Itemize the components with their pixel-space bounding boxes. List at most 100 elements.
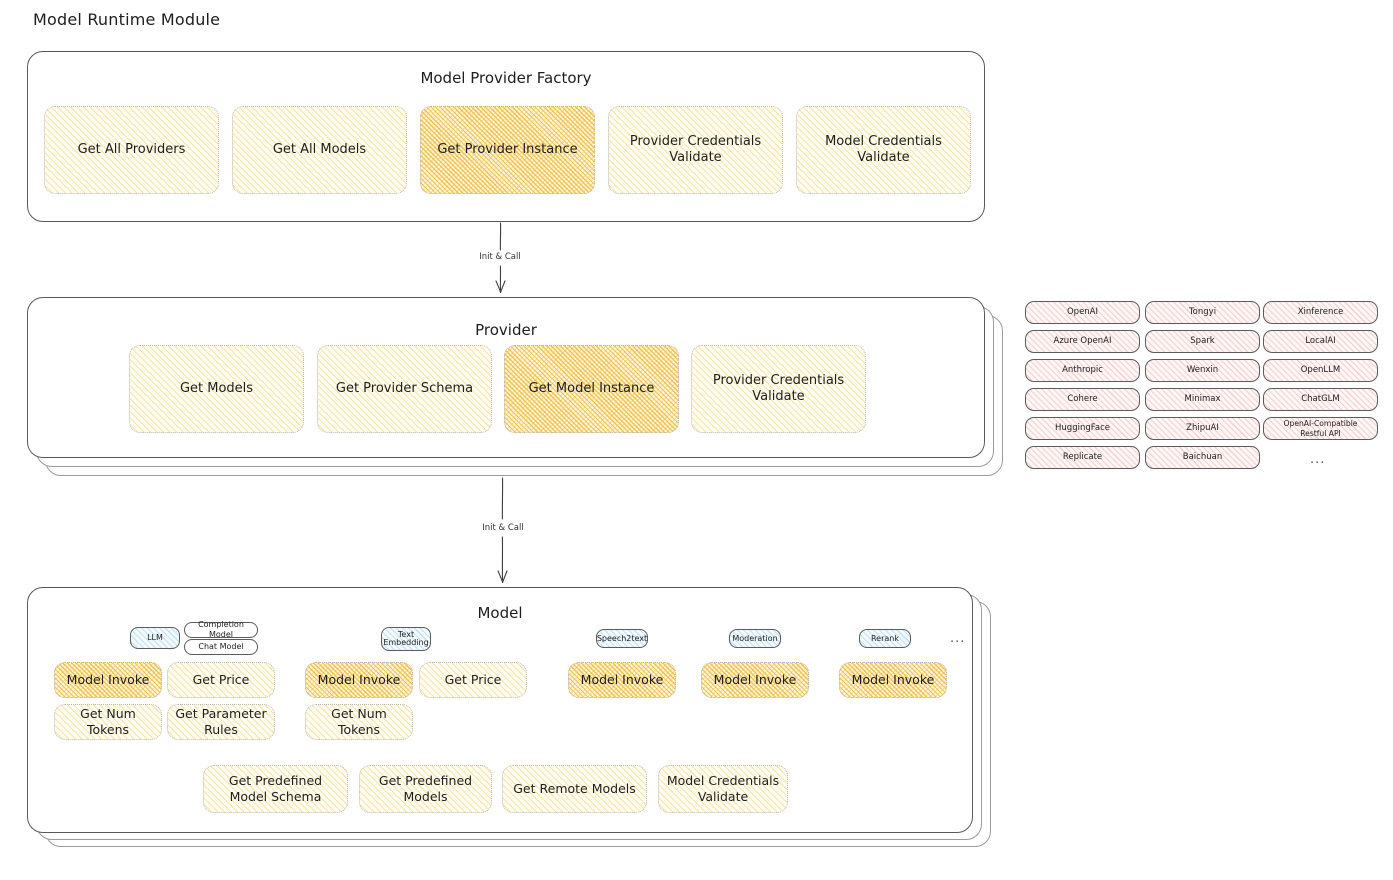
provider-pill-wenxin[interactable]: Wenxin — [1145, 359, 1260, 382]
method-label: Get Remote Models — [513, 781, 636, 797]
llm-method-model-invoke[interactable]: Model Invoke — [54, 662, 162, 698]
factory-card-label: Get All Providers — [77, 141, 186, 157]
provider-pill-xinference[interactable]: Xinference — [1263, 301, 1378, 324]
method-label: Get Parameter Rules — [175, 706, 267, 737]
model-provider-factory-title: Model Provider Factory — [420, 69, 592, 87]
model-common-get-remote-models[interactable]: Get Remote Models — [502, 765, 647, 813]
model-type-badge-label: Text Embedding — [383, 629, 429, 647]
factory-card-get-all-providers[interactable]: Get All Providers — [44, 106, 219, 194]
model-type-badge-label: LLM — [147, 633, 163, 642]
provider-pill-openai[interactable]: OpenAI — [1025, 301, 1140, 324]
provider-pill-replicate[interactable]: Replicate — [1025, 446, 1140, 469]
method-label: Get Predefined Models — [378, 773, 473, 804]
llm-method-get-price[interactable]: Get Price — [167, 662, 275, 698]
provider-pill-anthropic[interactable]: Anthropic — [1025, 359, 1140, 382]
text-embedding-method-get-price[interactable]: Get Price — [419, 662, 527, 698]
method-label: Model Credentials Validate — [666, 773, 780, 804]
provider-pill-label: Replicate — [1062, 452, 1103, 463]
model-subbadge-chat-model[interactable]: Chat Model — [184, 639, 258, 655]
text-embedding-method-model-invoke[interactable]: Model Invoke — [305, 662, 413, 698]
speech2text-method-model-invoke[interactable]: Model Invoke — [568, 662, 676, 698]
arrow-label-provider-to-model: Init & Call — [482, 523, 524, 533]
factory-card-get-all-models[interactable]: Get All Models — [232, 106, 407, 194]
method-label: Model Invoke — [66, 672, 150, 688]
factory-card-model-credentials-validate[interactable]: Model Credentials Validate — [796, 106, 971, 194]
model-type-badge-speech2text[interactable]: Speech2text — [596, 629, 648, 648]
provider-pill-label: OpenAI — [1066, 307, 1099, 318]
provider-pill-label: Tongyi — [1188, 307, 1217, 318]
model-type-badge-label: Speech2text — [596, 633, 648, 643]
provider-pill-chatglm[interactable]: ChatGLM — [1263, 388, 1378, 411]
method-label: Model Invoke — [317, 672, 401, 688]
model-subbadge-completion-model[interactable]: Completion Model — [184, 620, 258, 639]
provider-card-get-provider-schema[interactable]: Get Provider Schema — [317, 345, 492, 433]
provider-card-label: Provider Credentials Validate — [712, 372, 845, 404]
method-label: Get Num Tokens — [331, 706, 387, 737]
provider-pill-huggingface[interactable]: HuggingFace — [1025, 417, 1140, 440]
provider-pill-openllm[interactable]: OpenLLM — [1263, 359, 1378, 382]
provider-pill-label: ChatGLM — [1301, 394, 1340, 405]
provider-pill-baichuan[interactable]: Baichuan — [1145, 446, 1260, 469]
provider-card-get-model-instance[interactable]: Get Model Instance — [504, 345, 679, 433]
model-common-get-predefined-model-schema[interactable]: Get Predefined Model Schema — [203, 765, 348, 813]
provider-pill-label: OpenAI-Compatible Restful API — [1283, 419, 1358, 438]
model-type-badge-llm[interactable]: LLM — [130, 627, 180, 649]
factory-card-get-provider-instance[interactable]: Get Provider Instance — [420, 106, 595, 194]
provider-pill-label: OpenLLM — [1300, 365, 1341, 376]
moderation-method-model-invoke[interactable]: Model Invoke — [701, 662, 809, 698]
provider-pill-label: Baichuan — [1182, 452, 1223, 463]
model-type-badge-label: Moderation — [732, 633, 778, 643]
provider-pill-label: Minimax — [1184, 394, 1221, 405]
provider-pill-spark[interactable]: Spark — [1145, 330, 1260, 353]
provider-pill-localai[interactable]: LocalAI — [1263, 330, 1378, 353]
factory-card-provider-credentials-validate[interactable]: Provider Credentials Validate — [608, 106, 783, 194]
model-subbadge-label: Chat Model — [198, 642, 244, 651]
model-subbadge-label: Completion Model — [198, 620, 244, 639]
model-type-badge-text-embedding[interactable]: Text Embedding — [381, 627, 431, 651]
provider-pill-label: ZhipuAI — [1186, 423, 1219, 434]
provider-pill-label: Xinference — [1297, 307, 1344, 318]
text-embedding-method-get-num-tokens[interactable]: Get Num Tokens — [305, 704, 413, 740]
provider-pill-minimax[interactable]: Minimax — [1145, 388, 1260, 411]
factory-card-label: Model Credentials Validate — [825, 133, 942, 165]
method-label: Model Invoke — [713, 672, 797, 688]
provider-pill-label: Cohere — [1067, 394, 1098, 405]
model-title: Model — [477, 604, 523, 622]
provider-pill-azure-openai[interactable]: Azure OpenAI — [1025, 330, 1140, 353]
provider-card-label: Get Provider Schema — [335, 380, 474, 396]
method-label: Get Price — [444, 672, 502, 688]
method-label: Model Invoke — [580, 672, 664, 688]
model-common-model-credentials-validate[interactable]: Model Credentials Validate — [658, 765, 788, 813]
method-label: Get Num Tokens — [80, 706, 136, 737]
provider-card-label: Get Models — [179, 380, 254, 396]
provider-pill-cohere[interactable]: Cohere — [1025, 388, 1140, 411]
model-type-badge-label: Rerank — [870, 633, 899, 643]
model-types-more: ... — [950, 631, 966, 646]
method-label: Get Predefined Model Schema — [228, 773, 323, 804]
provider-pill-zhipuai[interactable]: ZhipuAI — [1145, 417, 1260, 440]
factory-card-label: Get Provider Instance — [437, 141, 578, 157]
factory-card-label: Provider Credentials Validate — [629, 133, 762, 165]
provider-pill-label: Wenxin — [1186, 365, 1219, 376]
llm-method-get-num-tokens[interactable]: Get Num Tokens — [54, 704, 162, 740]
method-label: Model Invoke — [851, 672, 935, 688]
provider-pill-tongyi[interactable]: Tongyi — [1145, 301, 1260, 324]
provider-list-more: ... — [1310, 452, 1326, 467]
model-type-badge-rerank[interactable]: Rerank — [859, 629, 911, 648]
provider-card-get-models[interactable]: Get Models — [129, 345, 304, 433]
provider-card-label: Get Model Instance — [528, 380, 655, 396]
page-title: Model Runtime Module — [33, 10, 221, 29]
provider-pill-label: Azure OpenAI — [1053, 336, 1112, 347]
provider-card-provider-credentials-validate[interactable]: Provider Credentials Validate — [691, 345, 866, 433]
provider-pill-label: Spark — [1190, 336, 1215, 347]
provider-pill-openai-compatible-restful-api[interactable]: OpenAI-Compatible Restful API — [1263, 417, 1378, 440]
llm-method-get-parameter-rules[interactable]: Get Parameter Rules — [167, 704, 275, 740]
model-type-badge-moderation[interactable]: Moderation — [729, 629, 781, 648]
model-common-get-predefined-models[interactable]: Get Predefined Models — [359, 765, 492, 813]
rerank-method-model-invoke[interactable]: Model Invoke — [839, 662, 947, 698]
factory-card-label: Get All Models — [272, 141, 367, 157]
provider-pill-label: LocalAI — [1305, 336, 1336, 347]
method-label: Get Price — [192, 672, 250, 688]
arrow-label-factory-to-provider: Init & Call — [479, 252, 521, 262]
